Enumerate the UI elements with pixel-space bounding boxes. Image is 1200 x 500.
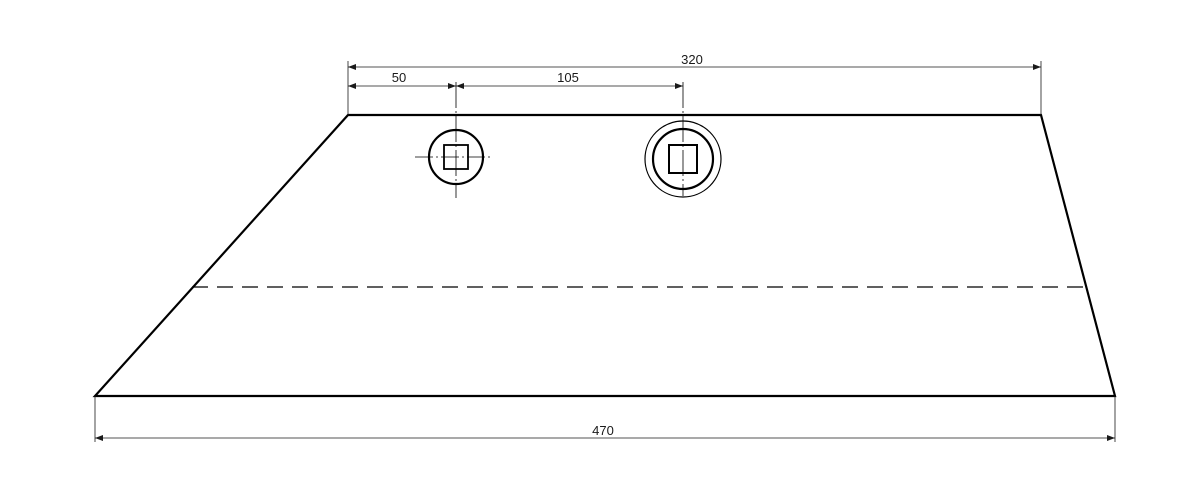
mounting-hole-1 [415,82,492,198]
dim-label-hole1-offset: 50 [392,70,406,85]
mounting-hole-2 [644,82,722,198]
dim-label-hole-spacing: 105 [557,70,579,85]
dim-label-bottom-width: 470 [592,423,614,438]
dimension-lines [95,64,1115,441]
blade-outline [92,113,1117,398]
dim-label-top-width: 320 [681,52,703,67]
extension-lines [94,61,1116,442]
